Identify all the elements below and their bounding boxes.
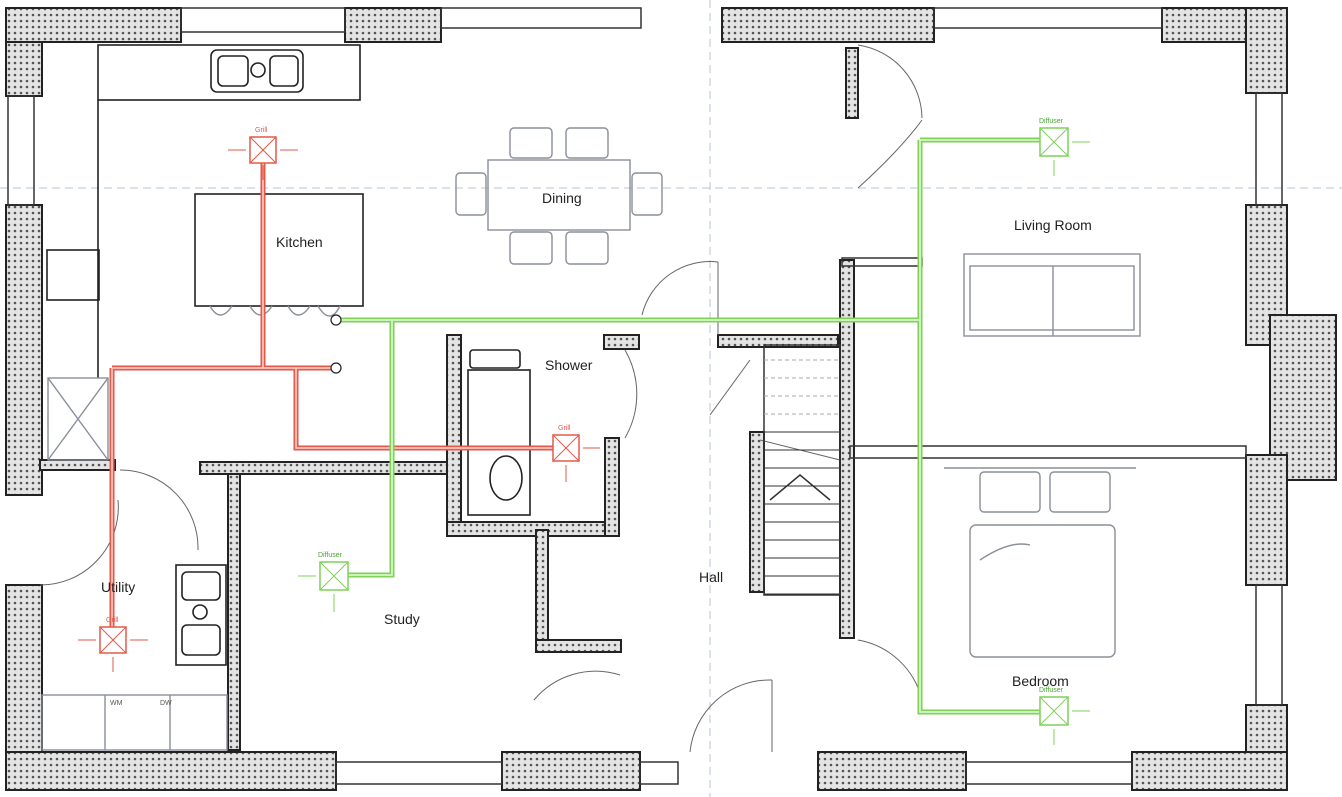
room-label-dining: Dining	[542, 190, 582, 206]
shower-fixtures	[467, 349, 531, 516]
kitchen-units	[46, 44, 364, 378]
sink-icon	[210, 49, 304, 93]
staircase	[763, 344, 841, 596]
diffuser-bedroom: Diffuser	[1039, 687, 1090, 745]
wm-label: WM	[110, 700, 123, 707]
extract-ductwork	[109, 145, 565, 640]
outer-walls	[5, 7, 1337, 791]
room-label-living-room: Living Room	[1014, 217, 1092, 233]
room-label-study: Study	[384, 611, 420, 627]
room-label-shower: Shower	[545, 357, 593, 373]
diffuser-label: Diffuser	[318, 552, 343, 559]
grill-label: Grill	[255, 127, 268, 134]
diffuser-living-room: Diffuser	[1039, 118, 1090, 176]
room-labels: Kitchen Dining Living Room Shower Utilit…	[101, 190, 1092, 689]
diffuser-study: Diffuser	[298, 552, 349, 612]
grill-label: Grill	[106, 617, 119, 624]
doors	[39, 44, 923, 753]
grill-shower: Grill	[552, 425, 600, 482]
internal-walls	[39, 47, 1247, 751]
room-label-hall: Hall	[699, 569, 723, 585]
grill-kitchen: Grill	[228, 127, 298, 180]
sofa	[963, 253, 1141, 337]
bed	[944, 467, 1136, 658]
room-label-utility: Utility	[101, 579, 135, 595]
room-label-bedroom: Bedroom	[1012, 673, 1069, 689]
room-label-kitchen: Kitchen	[276, 234, 323, 250]
grill-utility: Grill	[78, 617, 148, 672]
utility-fixtures	[41, 377, 228, 751]
diffuser-label: Diffuser	[1039, 118, 1064, 125]
grill-label: Grill	[558, 425, 571, 432]
supply-ductwork	[330, 137, 1052, 715]
diffuser-label: Diffuser	[1039, 687, 1064, 694]
dining-table	[455, 127, 663, 265]
dw-label: DW	[160, 700, 172, 707]
